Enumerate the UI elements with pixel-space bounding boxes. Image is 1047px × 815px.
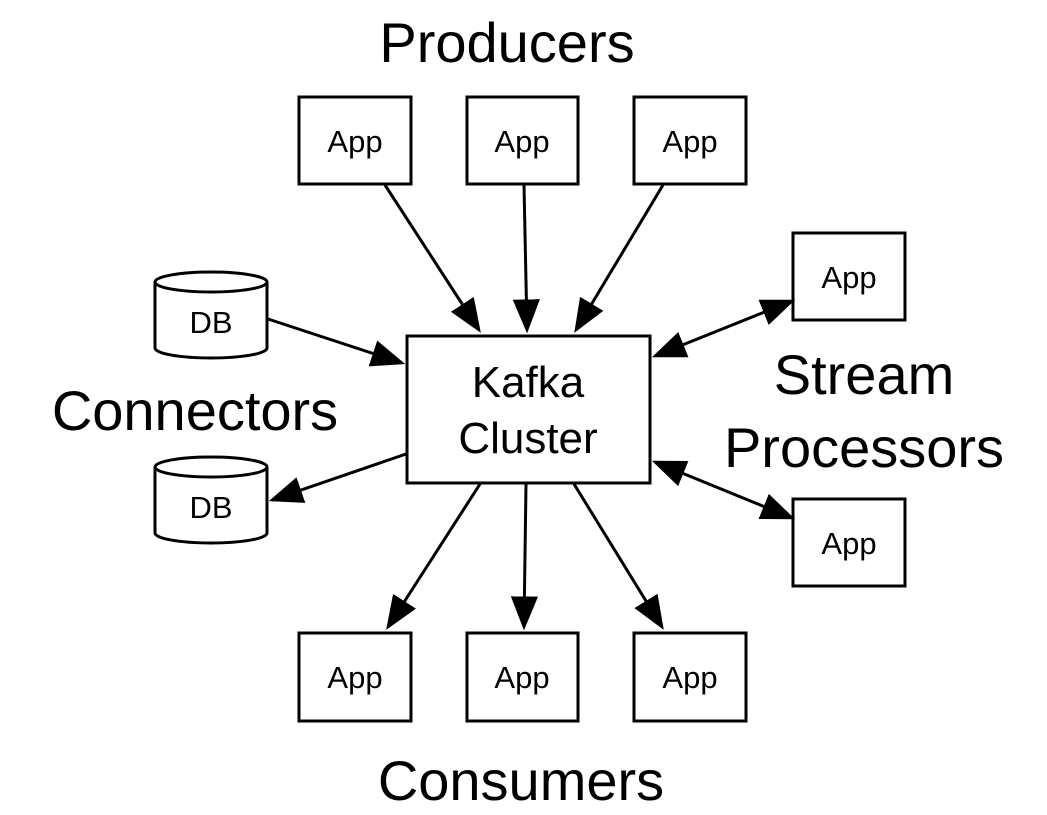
- stream-processors-label-line1: Stream: [774, 343, 955, 406]
- producer-app-3-label: App: [662, 124, 717, 159]
- producer-app-2-label: App: [494, 124, 549, 159]
- database-1-label: DB: [189, 305, 232, 340]
- stream-app-2: App: [791, 497, 907, 588]
- arrow-cluster-to-consumer-1: [386, 483, 482, 630]
- arrow-cluster-stream-app-1: [651, 299, 796, 358]
- producer-app-1-label: App: [327, 124, 382, 159]
- arrow-cluster-to-consumer-3: [572, 483, 664, 630]
- producer-app-2: App: [465, 95, 580, 186]
- consumer-app-3: App: [632, 631, 748, 723]
- arrow-producer-1-to-cluster: [383, 184, 481, 333]
- consumer-app-1: App: [297, 631, 413, 723]
- stream-processors-label-line2: Processors: [724, 416, 1004, 479]
- kafka-cluster-label-line2: Cluster: [458, 414, 597, 463]
- arrow-cluster-stream-app-2: [651, 460, 796, 520]
- kafka-cluster-node: Kafka Cluster: [405, 334, 652, 485]
- arrow-producer-2-to-cluster: [512, 184, 540, 334]
- database-1: DB: [153, 270, 269, 360]
- producer-app-3: App: [632, 95, 748, 186]
- database-2: DB: [153, 455, 269, 545]
- consumer-app-2: App: [465, 631, 580, 723]
- stream-app-1: App: [791, 231, 907, 322]
- kafka-cluster-label-line1: Kafka: [472, 358, 585, 407]
- arrow-producer-3-to-cluster: [574, 184, 665, 333]
- stream-app-1-label: App: [821, 260, 876, 295]
- arrow-cluster-to-db-2: [268, 452, 407, 503]
- arrow-db-1-to-cluster: [267, 317, 406, 367]
- consumer-app-1-label: App: [327, 660, 382, 695]
- database-2-label: DB: [189, 490, 232, 525]
- consumers-label: Consumers: [378, 749, 664, 812]
- arrow-cluster-to-consumer-2: [510, 483, 539, 631]
- connectors-label: Connectors: [52, 379, 338, 442]
- consumer-app-2-label: App: [494, 660, 549, 695]
- stream-app-2-label: App: [821, 526, 876, 561]
- consumer-app-3-label: App: [662, 660, 717, 695]
- producer-app-1: App: [297, 95, 413, 186]
- producers-label: Producers: [379, 11, 634, 74]
